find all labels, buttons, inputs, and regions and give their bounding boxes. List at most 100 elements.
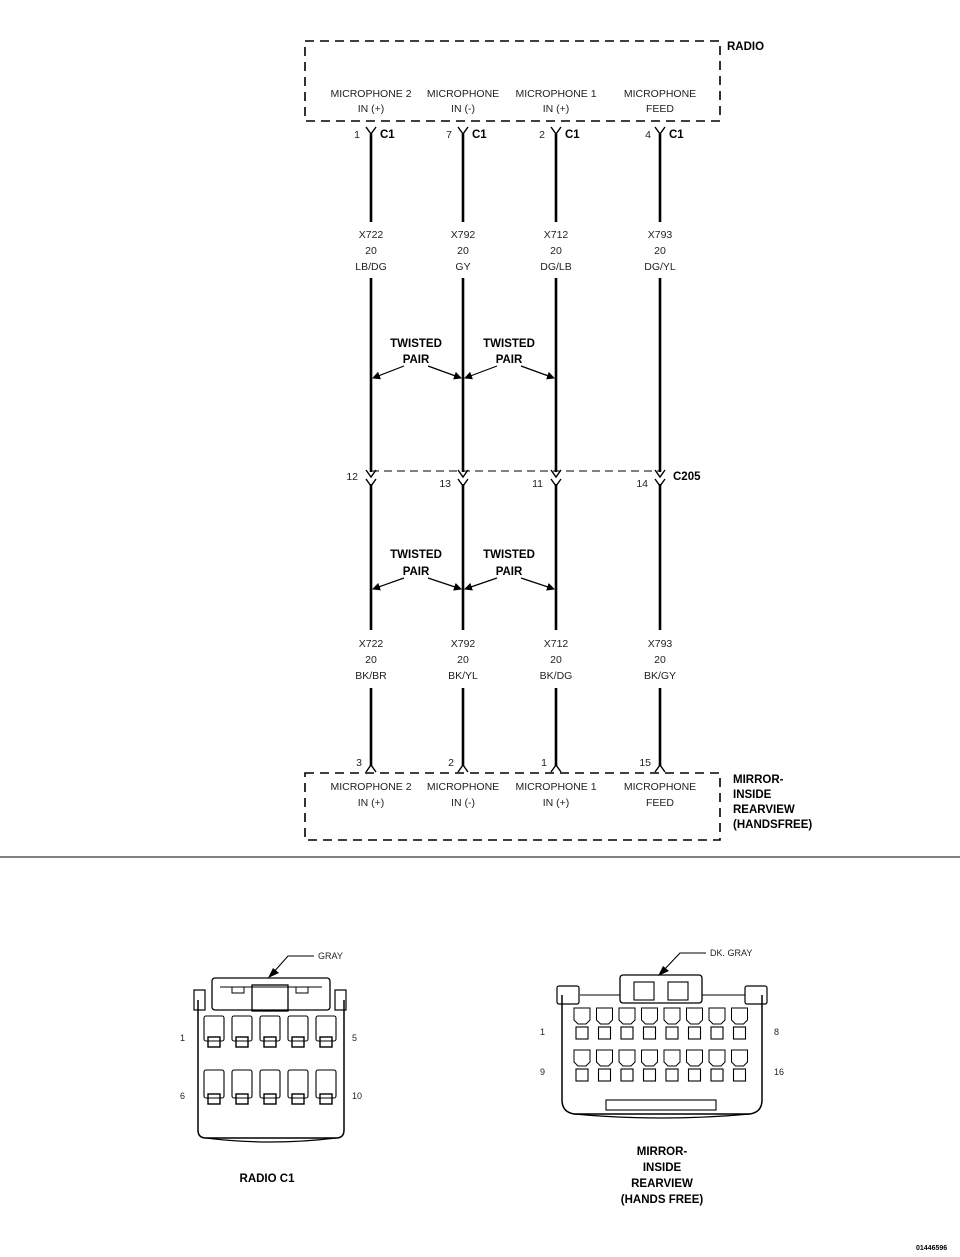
svg-text:C1: C1	[565, 129, 580, 141]
connector-cavity	[287, 1069, 309, 1105]
svg-text:1: 1	[541, 757, 547, 769]
mirror-pin-label: 8	[774, 1027, 779, 1037]
connector-cavity	[259, 1015, 281, 1048]
twisted-pair-callout-lower-left: TWISTED PAIR	[372, 549, 462, 591]
wire-label: X722 20 BK/BR	[355, 638, 387, 682]
svg-text:2: 2	[448, 757, 454, 769]
mirror-cavities	[573, 1007, 748, 1082]
connector-pin: 15	[639, 757, 666, 773]
svg-text:13: 13	[439, 478, 451, 490]
svg-text:TWISTED: TWISTED	[483, 549, 535, 561]
mirror-component: MICROPHONE 2 IN (+) MICROPHONE IN (-) MI…	[304, 772, 812, 841]
svg-text:MICROPHONE: MICROPHONE	[624, 781, 696, 793]
svg-text:20: 20	[654, 245, 666, 257]
svg-text:C1: C1	[669, 129, 684, 141]
svg-text:GY: GY	[455, 261, 470, 273]
mirror-pin-label: 16	[774, 1067, 784, 1077]
connector-pin: 2 C1	[539, 126, 580, 141]
svg-text:12: 12	[346, 471, 358, 483]
mirror-connector-color: DK. GRAY	[710, 948, 752, 958]
svg-text:DG/LB: DG/LB	[540, 261, 572, 273]
svg-text:BK/GY: BK/GY	[644, 670, 676, 682]
connector-cavity	[731, 1007, 748, 1040]
connector-cavity	[203, 1069, 225, 1105]
connector-cavity	[231, 1069, 253, 1105]
mirror-caption-line: REARVIEW	[631, 1178, 693, 1190]
svg-text:X793: X793	[648, 638, 673, 650]
connector-pin: 3	[356, 757, 377, 773]
radio-title: RADIO	[727, 41, 764, 53]
mirror-box	[304, 772, 721, 841]
svg-text:20: 20	[365, 654, 377, 666]
svg-text:15: 15	[639, 757, 651, 769]
c205-connector: 12 13 11 14 C205	[346, 469, 701, 490]
mirror-title-line: MIRROR-	[733, 774, 784, 786]
radio-connector-pins: 1 C1 7 C1 2 C1 4 C1	[354, 126, 684, 141]
mirror-title-line: (HANDSFREE)	[733, 819, 812, 831]
lower-wire-labels: X722 20 BK/BR X792 20 BK/YL X712 20 BK/D…	[355, 638, 676, 682]
svg-text:PAIR: PAIR	[496, 354, 523, 366]
connector-cavity	[708, 1007, 726, 1040]
svg-text:20: 20	[457, 654, 469, 666]
radio-pin-label: 1	[180, 1033, 185, 1043]
svg-text:X792: X792	[451, 638, 476, 650]
connector-cavity	[231, 1015, 253, 1048]
mirror-pin-label: 9	[540, 1067, 545, 1077]
svg-text:14: 14	[636, 478, 648, 490]
wires	[369, 134, 662, 766]
connector-cavity	[315, 1069, 337, 1105]
svg-text:C1: C1	[380, 129, 395, 141]
wire-label: X712 20 BK/DG	[540, 638, 573, 682]
wire-label: X792 20 BK/YL	[448, 638, 478, 682]
svg-text:TWISTED: TWISTED	[390, 338, 442, 350]
svg-text:20: 20	[365, 245, 377, 257]
svg-text:20: 20	[457, 245, 469, 257]
connector-cavity	[663, 1049, 681, 1082]
connector-cavity	[203, 1015, 225, 1048]
radio-box	[304, 40, 721, 122]
svg-text:20: 20	[654, 654, 666, 666]
wire-label: X712 20 DG/LB	[540, 229, 572, 273]
radio-pin-label-line1: MICROPHONE	[624, 88, 696, 100]
svg-text:4: 4	[645, 129, 651, 141]
radio-pin-label-line1: MICROPHONE 1	[515, 88, 596, 100]
svg-text:X792: X792	[451, 229, 476, 241]
radio-pin-label-line1: MICROPHONE 2	[330, 88, 411, 100]
radio-pin-label: 5	[352, 1033, 357, 1043]
connector-pin: 1 C1	[354, 126, 395, 141]
svg-text:PAIR: PAIR	[403, 354, 430, 366]
radio-component: RADIO MICROPHONE 2 IN (+) MICROPHONE IN …	[304, 40, 764, 122]
svg-text:2: 2	[539, 129, 545, 141]
c205-pin: 13	[439, 469, 469, 490]
mirror-caption-line: MIRROR-	[637, 1146, 688, 1158]
mirror-title-line: REARVIEW	[733, 804, 795, 816]
mirror-connector-view: DK. GRAY 1 8 9 16 MIRROR- INSIDE REARVIE…	[540, 948, 784, 1206]
svg-text:DG/YL: DG/YL	[644, 261, 676, 273]
svg-text:BK/DG: BK/DG	[540, 670, 573, 682]
radio-pin-label-line2: IN (+)	[358, 103, 385, 115]
connector-cavity	[573, 1007, 591, 1040]
mirror-pin-label: 1	[540, 1027, 545, 1037]
svg-text:PAIR: PAIR	[403, 566, 430, 578]
radio-c1-connector-view: GRAY 1 5 6 10 RADIO C1	[180, 951, 362, 1185]
connector-pin: 7 C1	[446, 126, 487, 141]
wire-label: X793 20 BK/GY	[644, 638, 676, 682]
wire-label: X793 20 DG/YL	[644, 229, 676, 273]
connector-cavity	[287, 1015, 309, 1048]
svg-text:TWISTED: TWISTED	[390, 549, 442, 561]
svg-text:MICROPHONE: MICROPHONE	[427, 781, 499, 793]
figure-id: 01446596	[916, 1245, 947, 1252]
svg-text:X722: X722	[359, 229, 384, 241]
radio-pin-label: 6	[180, 1091, 185, 1101]
radio-cavities	[203, 1015, 337, 1105]
svg-text:11: 11	[532, 478, 543, 490]
radio-connector-caption: RADIO C1	[240, 1173, 296, 1185]
twisted-pair-callout-upper-right: TWISTED PAIR	[464, 338, 555, 380]
svg-text:7: 7	[446, 129, 452, 141]
mirror-caption-line: INSIDE	[643, 1162, 682, 1174]
svg-text:BK/BR: BK/BR	[355, 670, 387, 682]
svg-text:20: 20	[550, 245, 562, 257]
svg-text:C1: C1	[472, 129, 487, 141]
twisted-pair-callout-lower-right: TWISTED PAIR	[464, 549, 555, 591]
